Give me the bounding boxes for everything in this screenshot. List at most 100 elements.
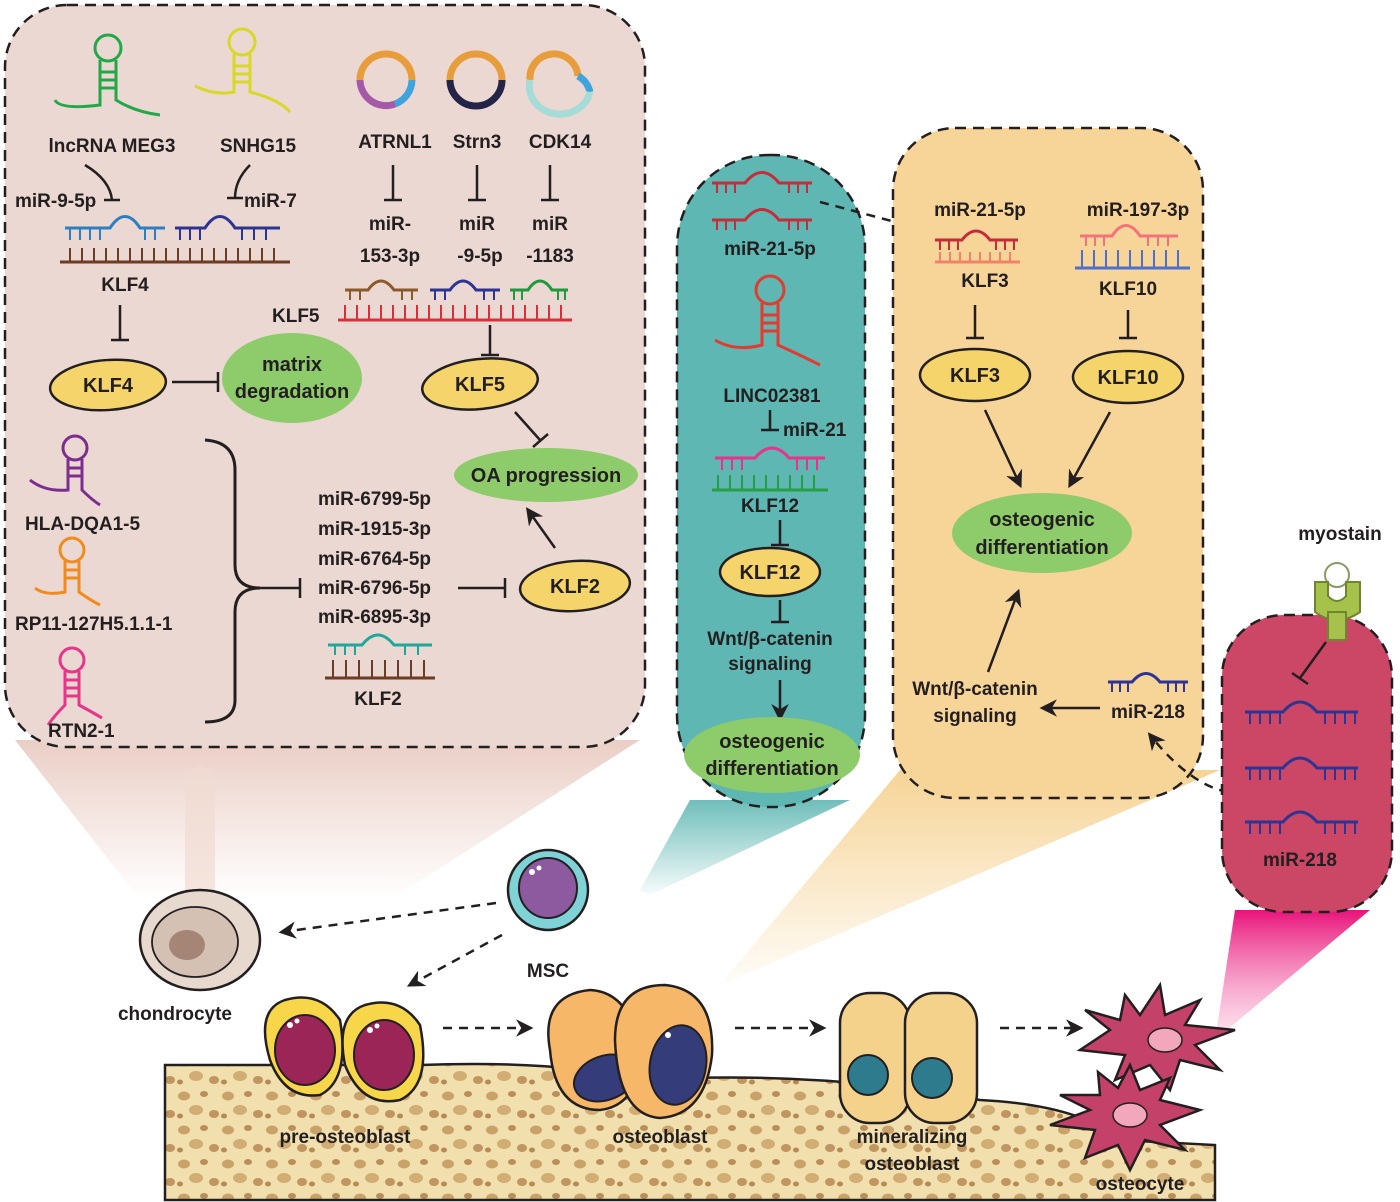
mir-197-label: miR-197-3p xyxy=(1087,200,1189,221)
chondrocyte-cell xyxy=(138,888,262,992)
red-to-orange-arrow xyxy=(1147,732,1229,794)
lncrna-meg3-label: lncRNA MEG3 xyxy=(48,136,175,157)
strn3-label: Strn3 xyxy=(453,132,502,153)
circ-inhibition-lines xyxy=(384,165,559,202)
mineralizing-label-1: mineralizing xyxy=(857,1127,968,1148)
teal-mir21-label: miR-21-5p xyxy=(724,239,816,260)
red-mir218-label: miR-218 xyxy=(1263,850,1337,871)
degradation-label: degradation xyxy=(235,381,349,403)
pre-osteoblast-label: pre-osteoblast xyxy=(280,1127,412,1148)
mir-6895-label: miR-6895-3p xyxy=(318,607,431,628)
mir-1915-label: miR-1915-3p xyxy=(318,519,431,540)
red-panel-frame xyxy=(1220,613,1394,914)
hla-dqa1-label: HLA-DQA1-5 xyxy=(25,514,140,535)
orange-panel-frame xyxy=(891,126,1205,800)
osteoblast-label: osteoblast xyxy=(612,1127,708,1148)
klf2-protein: KLF2 xyxy=(518,559,632,613)
klf3-mrna xyxy=(935,229,1020,264)
klf5-mrna xyxy=(338,279,572,322)
klf2-mrna xyxy=(325,633,435,680)
circ-cdk14-ring xyxy=(525,50,594,118)
orange-osteogenic-label-1: osteogenic xyxy=(989,509,1095,531)
myostain-receptor-icon xyxy=(1314,562,1361,641)
orange-wnt-label-2: signaling xyxy=(933,706,1016,727)
osteocyte-cells xyxy=(1049,981,1236,1173)
mineralizing-osteoblast-cells xyxy=(838,991,979,1125)
klf10-protein-label: KLF10 xyxy=(1097,367,1158,389)
teal-mir21-label-2: miR-21 xyxy=(783,420,847,441)
mir-1183-label-2: -1183 xyxy=(526,246,574,267)
up-arrow-shape xyxy=(168,765,232,905)
mir-9-5p-label: miR-9-5p xyxy=(15,191,96,212)
mir-9-label-2: -9-5p xyxy=(457,246,502,267)
red-panel: myostain miR-218 xyxy=(1220,524,1394,914)
msc-label: MSC xyxy=(527,961,570,982)
wnt-to-osteo-arrow xyxy=(986,588,1022,673)
teal-panel-frame xyxy=(675,153,867,809)
chondrocyte-label: chondrocyte xyxy=(118,1004,232,1025)
teal-wnt-label-1: Wnt/β-catenin xyxy=(707,629,833,650)
rp11-hairpin xyxy=(34,536,101,607)
klf3-protein-label: KLF3 xyxy=(950,365,1000,387)
linc02381-label: LINC02381 xyxy=(723,386,821,407)
mir-6796-label: miR-6796-5p xyxy=(318,578,431,599)
mir-153-label-2: 153-3p xyxy=(360,246,420,267)
orange-mir21-label: miR-21-5p xyxy=(934,200,1026,221)
cdk14-label: CDK14 xyxy=(529,132,592,153)
teal-osteogenic-label-1: osteogenic xyxy=(719,731,825,753)
oa-progression-label: OA progression xyxy=(471,465,621,487)
klf12-protein-label: KLF12 xyxy=(739,562,800,584)
orange-wnt-label-1: Wnt/β-catenin xyxy=(912,679,1038,700)
orange-panel-cone xyxy=(720,770,1220,985)
msc-to-chondrocyte-arrow xyxy=(278,901,497,939)
klf2-to-oa-arrow xyxy=(525,507,557,549)
osteocyte-label: osteocyte xyxy=(1096,1174,1185,1195)
mir-6799-label: miR-6799-5p xyxy=(318,489,431,510)
mineralizing-label-2: osteoblast xyxy=(864,1154,960,1175)
teal-mir21-ticks xyxy=(716,183,808,230)
klf2-protein-label: KLF2 xyxy=(550,576,600,598)
matrix-label: matrix xyxy=(262,354,322,376)
hla-dqa1-hairpin xyxy=(29,434,101,507)
klf3-gene-label: KLF3 xyxy=(961,271,1009,292)
lncrna-meg3-hairpin xyxy=(53,33,161,117)
linc02381-hairpin xyxy=(714,274,821,367)
klf10-gene-label: KLF10 xyxy=(1099,279,1157,300)
myostain-label: myostain xyxy=(1298,524,1381,545)
mir-7-label: miR-7 xyxy=(244,191,297,212)
pre-osteoblast-cells xyxy=(263,996,425,1103)
orange-osteogenic-label-2: differentiation xyxy=(975,537,1108,559)
left-panel-cone xyxy=(15,740,640,900)
rtn2-label: RTN2-1 xyxy=(48,721,115,742)
klf4-protein: KLF4 xyxy=(48,358,168,412)
klf12-protein: KLF12 xyxy=(718,546,822,598)
teal-osteogenic-node: osteogenic differentiation xyxy=(684,717,860,793)
red-mir218-ticks xyxy=(1249,712,1356,834)
mir-153-label-1: miR- xyxy=(369,214,411,235)
teal-wnt-label-2: signaling xyxy=(728,654,811,675)
orange-panel: miR-21-5p miR-197-3p KLF3 KLF10 KLF3 KLF… xyxy=(891,126,1205,800)
klf4-mrna xyxy=(60,215,290,264)
oa-progression-node: OA progression xyxy=(454,448,638,502)
orange-osteogenic-node: osteogenic differentiation xyxy=(952,493,1132,573)
klf12-mrna xyxy=(712,446,828,492)
msc-to-preosteoblast-arrow xyxy=(406,933,503,987)
pink-panel-cone xyxy=(1215,910,1370,1040)
teal-panel: miR-21-5p LINC02381 miR-21 KLF12 KLF12 W… xyxy=(675,153,867,809)
klf4-protein-label: KLF4 xyxy=(83,375,134,397)
left-panel: lncRNA MEG3 SNHG15 miR-9-5p miR-7 KLF4 K… xyxy=(3,3,647,749)
matrix-degradation-node: matrix degradation xyxy=(222,333,362,423)
mir-6764-label: miR-6764-5p xyxy=(318,549,431,570)
klf10-to-osteo-arrow xyxy=(1068,411,1112,489)
teal-osteogenic-label-2: differentiation xyxy=(705,758,838,780)
inhibition-lines-top xyxy=(84,163,251,202)
rtn2-hairpin xyxy=(46,646,103,726)
orange-mir218-label: miR-218 xyxy=(1111,702,1185,723)
klf3-protein: KLF3 xyxy=(918,347,1032,403)
atrnl1-label: ATRNL1 xyxy=(358,132,432,153)
mir-1183-label-1: miR xyxy=(532,214,568,235)
klf12-gene-label: KLF12 xyxy=(741,496,799,517)
msc-cell xyxy=(506,848,590,932)
klf5-protein: KLF5 xyxy=(421,357,539,411)
